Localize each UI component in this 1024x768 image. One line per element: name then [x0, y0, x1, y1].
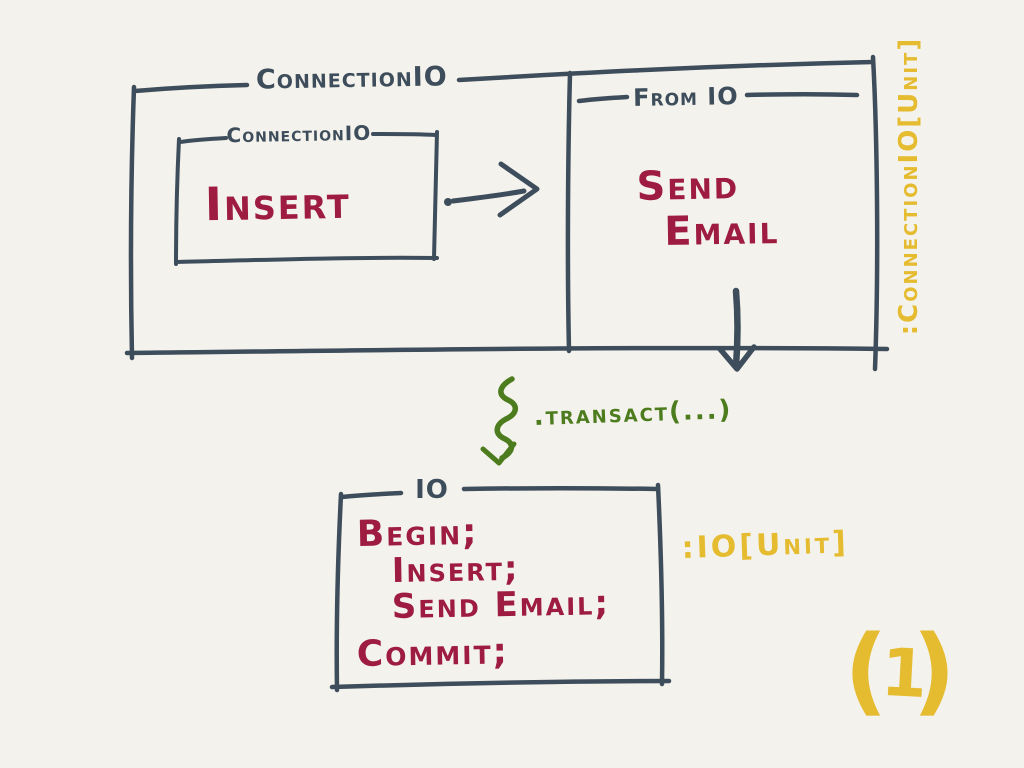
io-line: Commit; — [356, 631, 509, 675]
box-edge — [655, 482, 665, 687]
arrowhead-icon — [497, 161, 540, 218]
box-edge — [334, 491, 344, 693]
insert-text: Insert — [204, 175, 351, 232]
box-edge — [132, 82, 250, 94]
email-text: Email — [664, 207, 780, 255]
box-divider-edge — [565, 70, 573, 354]
outer-box: ConnectionIO — [124, 54, 890, 372]
send-text: Send — [636, 162, 739, 210]
flow-down-arrow — [717, 287, 757, 372]
page-number-open-paren: ( — [844, 616, 887, 726]
box-edge — [124, 345, 890, 356]
box-edge — [174, 255, 439, 264]
box-edge — [371, 132, 438, 137]
box-edge — [576, 94, 630, 104]
squiggle-shaft — [494, 376, 518, 461]
box-edge — [329, 678, 672, 690]
page-number: ( 1 ) — [844, 616, 955, 726]
box-edge — [870, 54, 880, 372]
io-box-label: IO — [415, 475, 449, 505]
transact-arrow: .transact(...) — [480, 376, 733, 466]
box-edge — [178, 136, 228, 144]
transact-label: .transact(...) — [533, 395, 733, 432]
insert-box: ConnectionIO Insert — [174, 121, 439, 266]
outer-box-label: ConnectionIO — [256, 61, 448, 95]
box-edge — [432, 130, 439, 261]
page-number-digit: 1 — [879, 634, 929, 713]
connectionio-unit-annotation: :ConnectionIO[Unit] — [894, 37, 924, 335]
insert-box-label: ConnectionIO — [226, 121, 371, 148]
box-edge — [461, 486, 660, 492]
from-io-box-label: From IO — [633, 82, 739, 112]
io-box: IO Begin; Insert; Send Email; Commit; — [329, 475, 672, 693]
io-line: Insert; — [391, 549, 519, 591]
from-io-box: From IO Send Email — [576, 82, 860, 255]
arrow-shaft — [450, 188, 527, 204]
box-edge — [456, 59, 876, 83]
arrow-start-dot — [444, 198, 452, 206]
io-line: Begin; — [356, 512, 478, 555]
box-edge — [744, 92, 860, 98]
page-number-close-paren: ) — [912, 616, 955, 726]
box-edge — [128, 84, 137, 361]
flow-right-arrow — [444, 161, 540, 218]
arrow-shaft — [732, 287, 741, 370]
box-edge — [174, 137, 181, 266]
io-line: Send Email; — [391, 583, 610, 627]
io-unit-annotation: :IO[Unit] — [681, 525, 849, 566]
arrowhead-icon — [480, 441, 517, 466]
arrowhead-icon — [717, 344, 757, 372]
box-edge — [339, 490, 404, 500]
